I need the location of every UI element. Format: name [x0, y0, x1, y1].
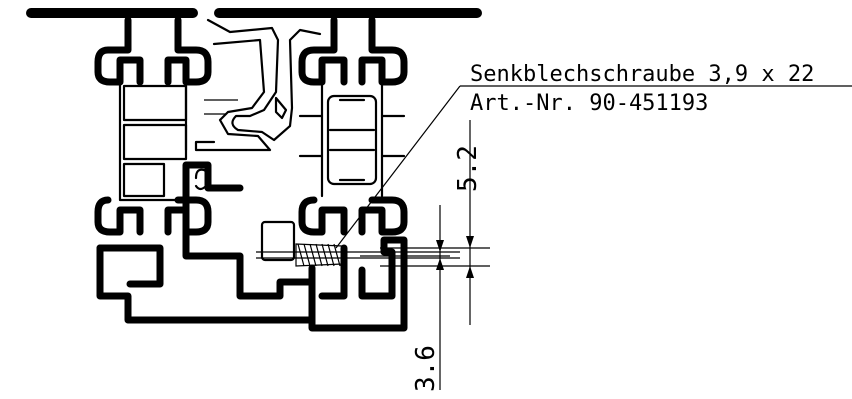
- dimension-label-upper: 5.2: [453, 145, 483, 192]
- right-frame-profile: [298, 16, 408, 332]
- glazing-bead-profile: [194, 18, 322, 152]
- dimension-label-lower: 3.6: [411, 345, 441, 392]
- callout-article-number: Art.-Nr. 90-451193: [470, 91, 708, 116]
- callout-leader: [335, 85, 852, 249]
- countersunk-screw: [256, 220, 460, 267]
- top-bars: [26, 8, 482, 18]
- callout-screw-name: Senkblechschraube 3,9 x 22: [470, 62, 814, 87]
- dimension-lines: [360, 120, 490, 390]
- left-frame-profile: [94, 16, 316, 324]
